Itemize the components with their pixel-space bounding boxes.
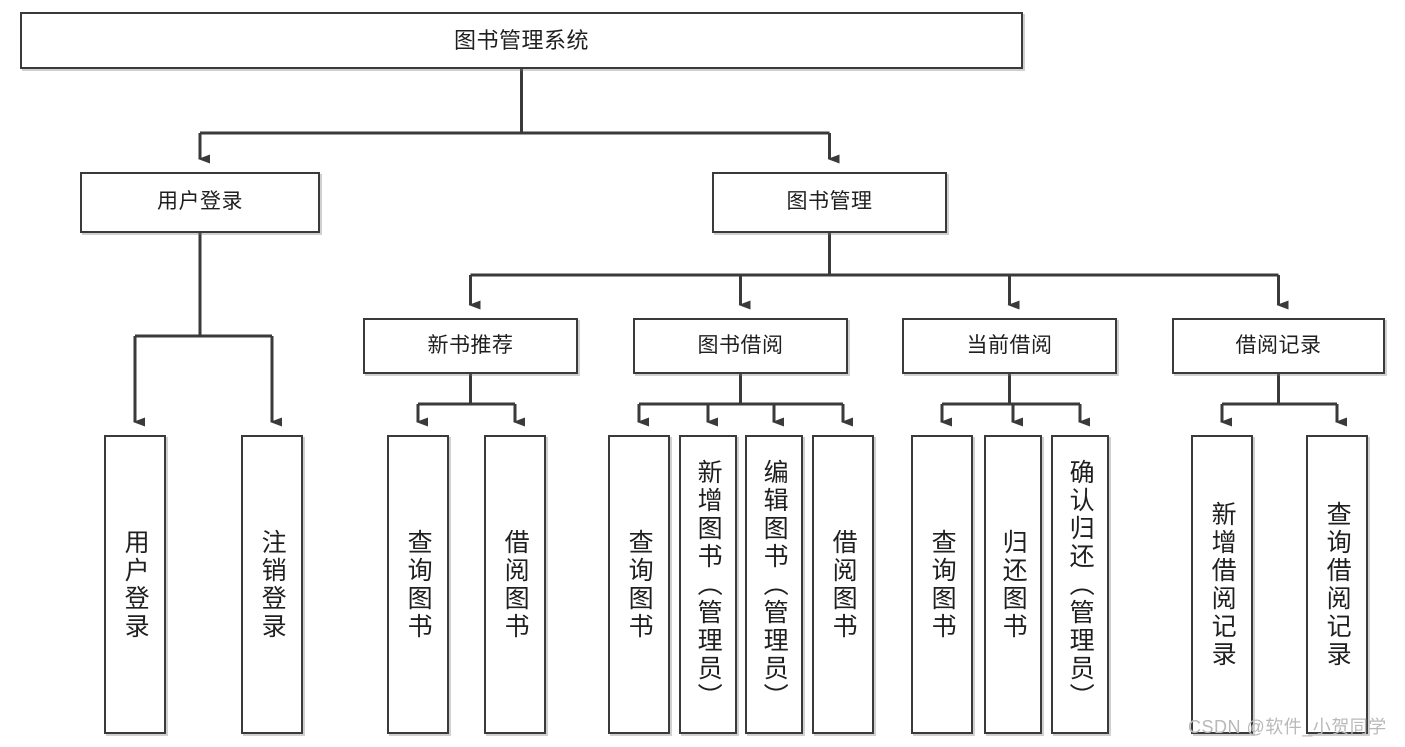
node-l3-6[interactable]: 编辑图书（管理员） <box>745 435 803 734</box>
node-label: 借阅记录 <box>1235 333 1322 357</box>
node-l3-2[interactable]: 查询图书 <box>387 435 449 734</box>
node-l2-1[interactable]: 图书借阅 <box>633 318 848 374</box>
node-l3-5[interactable]: 新增图书（管理员） <box>679 435 737 734</box>
node-label: 图书管理系统 <box>453 27 589 53</box>
node-label: 编辑图书（管理员） <box>760 458 789 711</box>
node-label: 当前借阅 <box>966 333 1053 357</box>
node-l3-1[interactable]: 注销登录 <box>241 435 303 734</box>
node-l3-3[interactable]: 借阅图书 <box>484 435 546 734</box>
csdn-watermark: CSDN @软件_小贺同学 <box>1188 717 1387 737</box>
node-l1-1[interactable]: 图书管理 <box>712 172 947 233</box>
node-l3-4[interactable]: 查询图书 <box>608 435 670 734</box>
node-l1-0[interactable]: 用户登录 <box>80 172 320 233</box>
node-label: 查询图书 <box>404 528 433 641</box>
node-label: 查询图书 <box>928 528 957 641</box>
node-l3-8[interactable]: 查询图书 <box>911 435 973 734</box>
node-label: 新增图书（管理员） <box>694 458 723 711</box>
node-label: 用户登录 <box>121 528 150 641</box>
node-label: 归还图书 <box>999 528 1028 641</box>
node-label: 查询借阅记录 <box>1323 500 1352 669</box>
node-l3-12[interactable]: 查询借阅记录 <box>1306 435 1368 734</box>
node-label: 确认归还（管理员） <box>1066 458 1095 711</box>
node-l3-7[interactable]: 借阅图书 <box>812 435 874 734</box>
node-l2-2[interactable]: 当前借阅 <box>902 318 1117 374</box>
node-l3-9[interactable]: 归还图书 <box>984 435 1042 734</box>
node-l3-10[interactable]: 确认归还（管理员） <box>1051 435 1109 734</box>
node-label: 新书推荐 <box>427 333 514 357</box>
node-l2-3[interactable]: 借阅记录 <box>1172 318 1385 374</box>
node-label: 借阅图书 <box>501 528 530 641</box>
node-label: 图书借阅 <box>697 333 784 357</box>
node-root[interactable]: 图书管理系统 <box>20 12 1023 69</box>
node-label: 新增借阅记录 <box>1208 500 1237 669</box>
node-label: 图书管理 <box>786 190 873 214</box>
node-l2-0[interactable]: 新书推荐 <box>363 318 578 374</box>
node-label: 查询图书 <box>625 528 654 641</box>
node-label: 借阅图书 <box>829 528 858 641</box>
node-label: 用户登录 <box>157 190 243 214</box>
node-l3-11[interactable]: 新增借阅记录 <box>1191 435 1253 734</box>
node-l3-0[interactable]: 用户登录 <box>104 435 166 734</box>
node-label: 注销登录 <box>258 528 287 641</box>
